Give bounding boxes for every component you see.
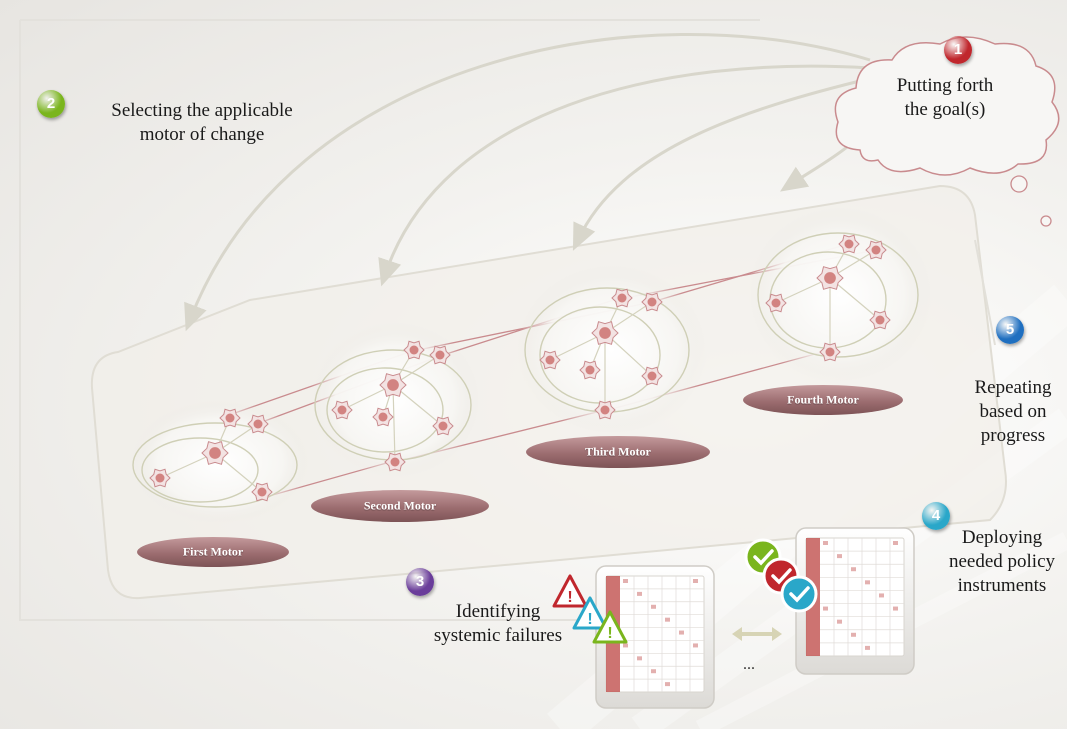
- motor-node-icon: [384, 452, 406, 472]
- motor-node-icon: [765, 293, 787, 313]
- step-4-label: Deploying needed policy instruments: [942, 526, 1062, 598]
- warning-red-icon: !: [552, 574, 588, 608]
- svg-text:!: !: [567, 589, 572, 606]
- third-motor-pill[interactable]: [526, 436, 710, 468]
- motor-node-icon: [251, 482, 273, 502]
- step-5-line-1: Repeating: [974, 377, 1052, 398]
- step-3-label: Identifying systemic failures: [418, 600, 578, 648]
- first-motor-label: First Motor: [182, 544, 244, 559]
- repeat-connector: [974, 239, 996, 346]
- check-icons: [744, 538, 818, 613]
- motor-node-icon: [219, 408, 241, 428]
- outer-frame: [19, 19, 760, 621]
- step-4-number: 4: [922, 502, 950, 530]
- ellipsis-text: ...: [743, 656, 755, 673]
- motor-node-icon: [611, 288, 633, 308]
- step-4-line-3: instruments: [957, 575, 1047, 596]
- warning-green-icon: !: [592, 610, 628, 644]
- step-2-line-1: Selecting the applicable: [111, 100, 293, 121]
- motor-node-icon: [869, 310, 891, 330]
- motor-node-icon: [591, 321, 619, 345]
- motor-node-icon: [539, 350, 561, 370]
- goal-thought-cloud: [834, 36, 1060, 227]
- motor-node-icon: [247, 414, 269, 434]
- motor-node-icon: [432, 416, 454, 436]
- failures-tablet[interactable]: [595, 565, 715, 709]
- fourth-motor-label: Fourth Motor: [787, 392, 859, 407]
- step-5-line-3: progress: [980, 425, 1046, 446]
- motor-node-icon: [819, 342, 841, 362]
- step-4-line-1: Deploying: [961, 527, 1043, 548]
- step-4-line-2: needed policy: [948, 551, 1056, 572]
- step-3-line-1: Identifying: [455, 601, 541, 622]
- second-motor-pill[interactable]: [311, 490, 489, 522]
- motor-node-icon: [331, 400, 353, 420]
- motor-pills: [137, 385, 903, 567]
- fourth-motor-pill[interactable]: [743, 385, 903, 415]
- motor-node-icon: [865, 240, 887, 260]
- step-1-line-2: the goal(s): [904, 99, 986, 120]
- step-5-number: 5: [996, 316, 1024, 344]
- double-arrow-icon: [732, 627, 782, 641]
- motor-node-icon: [429, 345, 451, 365]
- step-3-line-2: systemic failures: [433, 625, 563, 646]
- warning-blue-icon: !: [572, 596, 608, 630]
- warning-icons: ! ! !: [552, 574, 628, 644]
- instruments-tablet[interactable]: [795, 527, 915, 675]
- step-5-label: Repeating based on progress: [958, 376, 1067, 448]
- motor-node-icon: [641, 366, 663, 386]
- step-5-line-2: based on: [979, 401, 1047, 422]
- motor-node-icon: [403, 340, 425, 360]
- motor-networks: [132, 232, 919, 508]
- motor-node-icon: [379, 373, 407, 397]
- motor-node-icon: [641, 292, 663, 312]
- third-motor-label: Third Motor: [585, 444, 651, 459]
- motor-node-icon: [594, 400, 616, 420]
- second-motor-label: Second Motor: [363, 498, 437, 513]
- motor-node-icon: [149, 468, 171, 488]
- motor-node-icon: [838, 234, 860, 254]
- motor-node-icon: [816, 266, 844, 290]
- step-1-number: 1: [944, 36, 972, 64]
- motor-node-icon: [579, 360, 601, 380]
- svg-text:!: !: [607, 625, 612, 642]
- first-motor-pill[interactable]: [137, 537, 289, 567]
- step-1-line-1: Putting forth: [896, 75, 994, 96]
- step-1-label: Putting forth the goal(s): [880, 74, 1010, 122]
- step-2-label: Selecting the applicable motor of change: [82, 99, 322, 147]
- step-2-line-2: motor of change: [139, 124, 265, 145]
- svg-text:!: !: [587, 611, 592, 628]
- check-blue-icon: [780, 575, 818, 613]
- motor-node-icon: [372, 407, 394, 427]
- step-2-number: 2: [37, 90, 65, 118]
- step-3-number: 3: [406, 568, 434, 596]
- motor-node-icon: [201, 441, 229, 465]
